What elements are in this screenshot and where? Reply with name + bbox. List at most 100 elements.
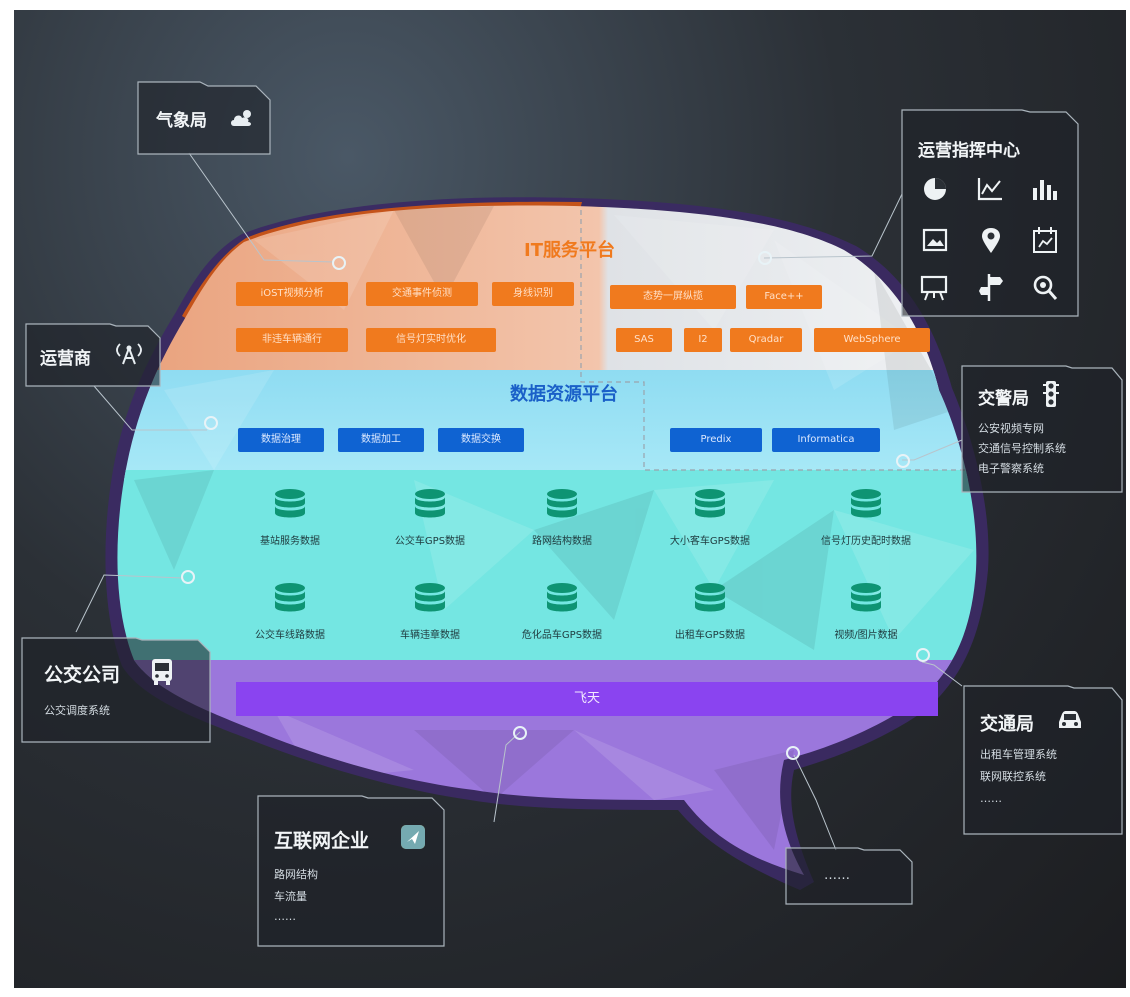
it-chip: I2 (684, 328, 722, 352)
transport-bureau-line: …… (980, 792, 1002, 805)
location-pin-icon (982, 228, 1000, 253)
box-frame (257, 795, 445, 947)
box-frame (21, 637, 211, 743)
bus-company-title: 公交公司 (44, 664, 121, 686)
traffic-police-line: 交通信号控制系统 (978, 442, 1066, 455)
antenna-icon (116, 343, 142, 365)
box-frame (25, 323, 161, 387)
bus-icon (152, 659, 172, 685)
feitian-base-bar: 飞天 (236, 682, 938, 716)
connector-node (786, 746, 800, 760)
data-chip: 数据治理 (238, 428, 324, 452)
transport-bureau-title: 交通局 (980, 714, 1034, 735)
internet-enterprise-box: 互联网企业 路网结构 车流量 …… (257, 795, 445, 947)
search-icon (1033, 275, 1058, 300)
database-icon (851, 583, 881, 612)
database-label: 大小客车GPS数据 (669, 536, 751, 547)
internet-enterprise-line: …… (274, 910, 296, 923)
bar-chart-icon (1033, 180, 1057, 200)
box-frame (961, 365, 1123, 493)
weather-bureau-title: 气象局 (156, 111, 207, 131)
database-item: 视频/图片数据 (796, 582, 936, 641)
pie-chart-icon (924, 178, 946, 200)
traffic-police-line: 公安视频专网 (978, 422, 1044, 435)
database-item: 基站服务数据 (220, 488, 360, 547)
transport-bureau-box: 交通局 出租车管理系统 联网联控系统 …… (963, 685, 1123, 835)
database-label: 信号灯历史配时数据 (821, 536, 911, 547)
bus-company-box: 公交公司 公交调度系统 (21, 637, 211, 743)
carrier-title: 运营商 (40, 349, 91, 369)
connector-node (181, 570, 195, 584)
line-chart-icon (977, 178, 1002, 201)
image-icon (922, 228, 948, 252)
database-label: 视频/图片数据 (834, 630, 898, 641)
transport-bureau-line: 出租车管理系统 (980, 748, 1057, 761)
more-ellipsis: …… (824, 868, 850, 883)
data-chip: Informatica (772, 428, 880, 452)
internet-enterprise-title: 互联网企业 (274, 830, 370, 852)
it-chip: Qradar (730, 328, 802, 352)
database-icon (415, 489, 445, 518)
more-box: …… (785, 847, 913, 905)
ops-center-title: 运营指挥中心 (918, 141, 1020, 161)
connector-node (896, 454, 910, 468)
connector-node (916, 648, 930, 662)
it-chip: 非违车辆通行 (236, 328, 348, 352)
traffic-light-icon (1043, 381, 1059, 407)
database-item: 出租车GPS数据 (640, 582, 780, 641)
database-item: 信号灯历史配时数据 (796, 488, 936, 547)
traffic-police-box: 交警局 公安视频专网 交通信号控制系统 电子警察系统 (961, 365, 1123, 493)
bus-company-line: 公交调度系统 (44, 704, 110, 717)
box-frame (901, 109, 1079, 317)
database-icon (275, 489, 305, 518)
it-chip: iOST视频分析 (236, 282, 348, 306)
it-chip: 身线识别 (492, 282, 574, 306)
data-platform-title: 数据资源平台 (510, 384, 618, 405)
database-label: 路网结构数据 (532, 536, 592, 547)
connector-node (758, 251, 772, 265)
database-icon (275, 583, 305, 612)
presentation-icon (920, 275, 948, 301)
database-icon (695, 583, 725, 612)
database-item: 危化品车GPS数据 (492, 582, 632, 641)
connector-node (204, 416, 218, 430)
carrier-box: 运营商 (25, 323, 161, 387)
database-icon (851, 489, 881, 518)
database-item: 公交车GPS数据 (360, 488, 500, 547)
database-label: 车辆违章数据 (400, 630, 460, 641)
it-chip: 信号灯实时优化 (366, 328, 496, 352)
it-chip: SAS (616, 328, 672, 352)
database-label: 出租车GPS数据 (674, 630, 746, 641)
it-chip: 交通事件侦测 (366, 282, 478, 306)
diagram-canvas: IT服务平台 iOST视频分析 交通事件侦测 身线识别 非违车辆通行 信号灯实时… (14, 10, 1126, 988)
data-chip: 数据加工 (338, 428, 424, 452)
calendar-icon (1033, 227, 1057, 253)
internet-enterprise-line: 路网结构 (274, 868, 318, 881)
it-chip: 态势一屏纵揽 (610, 285, 736, 309)
database-label: 公交车GPS数据 (394, 536, 466, 547)
box-frame (137, 81, 271, 155)
database-item: 车辆违章数据 (360, 582, 500, 641)
car-icon (1059, 711, 1081, 728)
data-chip: Predix (670, 428, 762, 452)
it-chip: WebSphere (814, 328, 930, 352)
app-logo-icon (401, 825, 425, 849)
transport-bureau-line: 联网联控系统 (980, 770, 1046, 783)
traffic-police-line: 电子警察系统 (978, 462, 1044, 475)
internet-enterprise-line: 车流量 (274, 890, 307, 903)
database-icon (547, 489, 577, 518)
database-label: 基站服务数据 (260, 536, 320, 547)
database-label: 公交车线路数据 (255, 630, 325, 641)
box-frame (963, 685, 1123, 835)
database-item: 路网结构数据 (492, 488, 632, 547)
it-platform-title: IT服务平台 (524, 240, 615, 261)
directions-sign-icon (979, 274, 1003, 301)
database-item: 公交车线路数据 (220, 582, 360, 641)
connector-node (513, 726, 527, 740)
weather-bureau-box: 气象局 (137, 81, 271, 155)
box-frame (785, 847, 913, 905)
database-item: 大小客车GPS数据 (640, 488, 780, 547)
data-chip: 数据交换 (438, 428, 524, 452)
traffic-police-title: 交警局 (978, 389, 1029, 409)
it-chip: Face++ (746, 285, 822, 309)
